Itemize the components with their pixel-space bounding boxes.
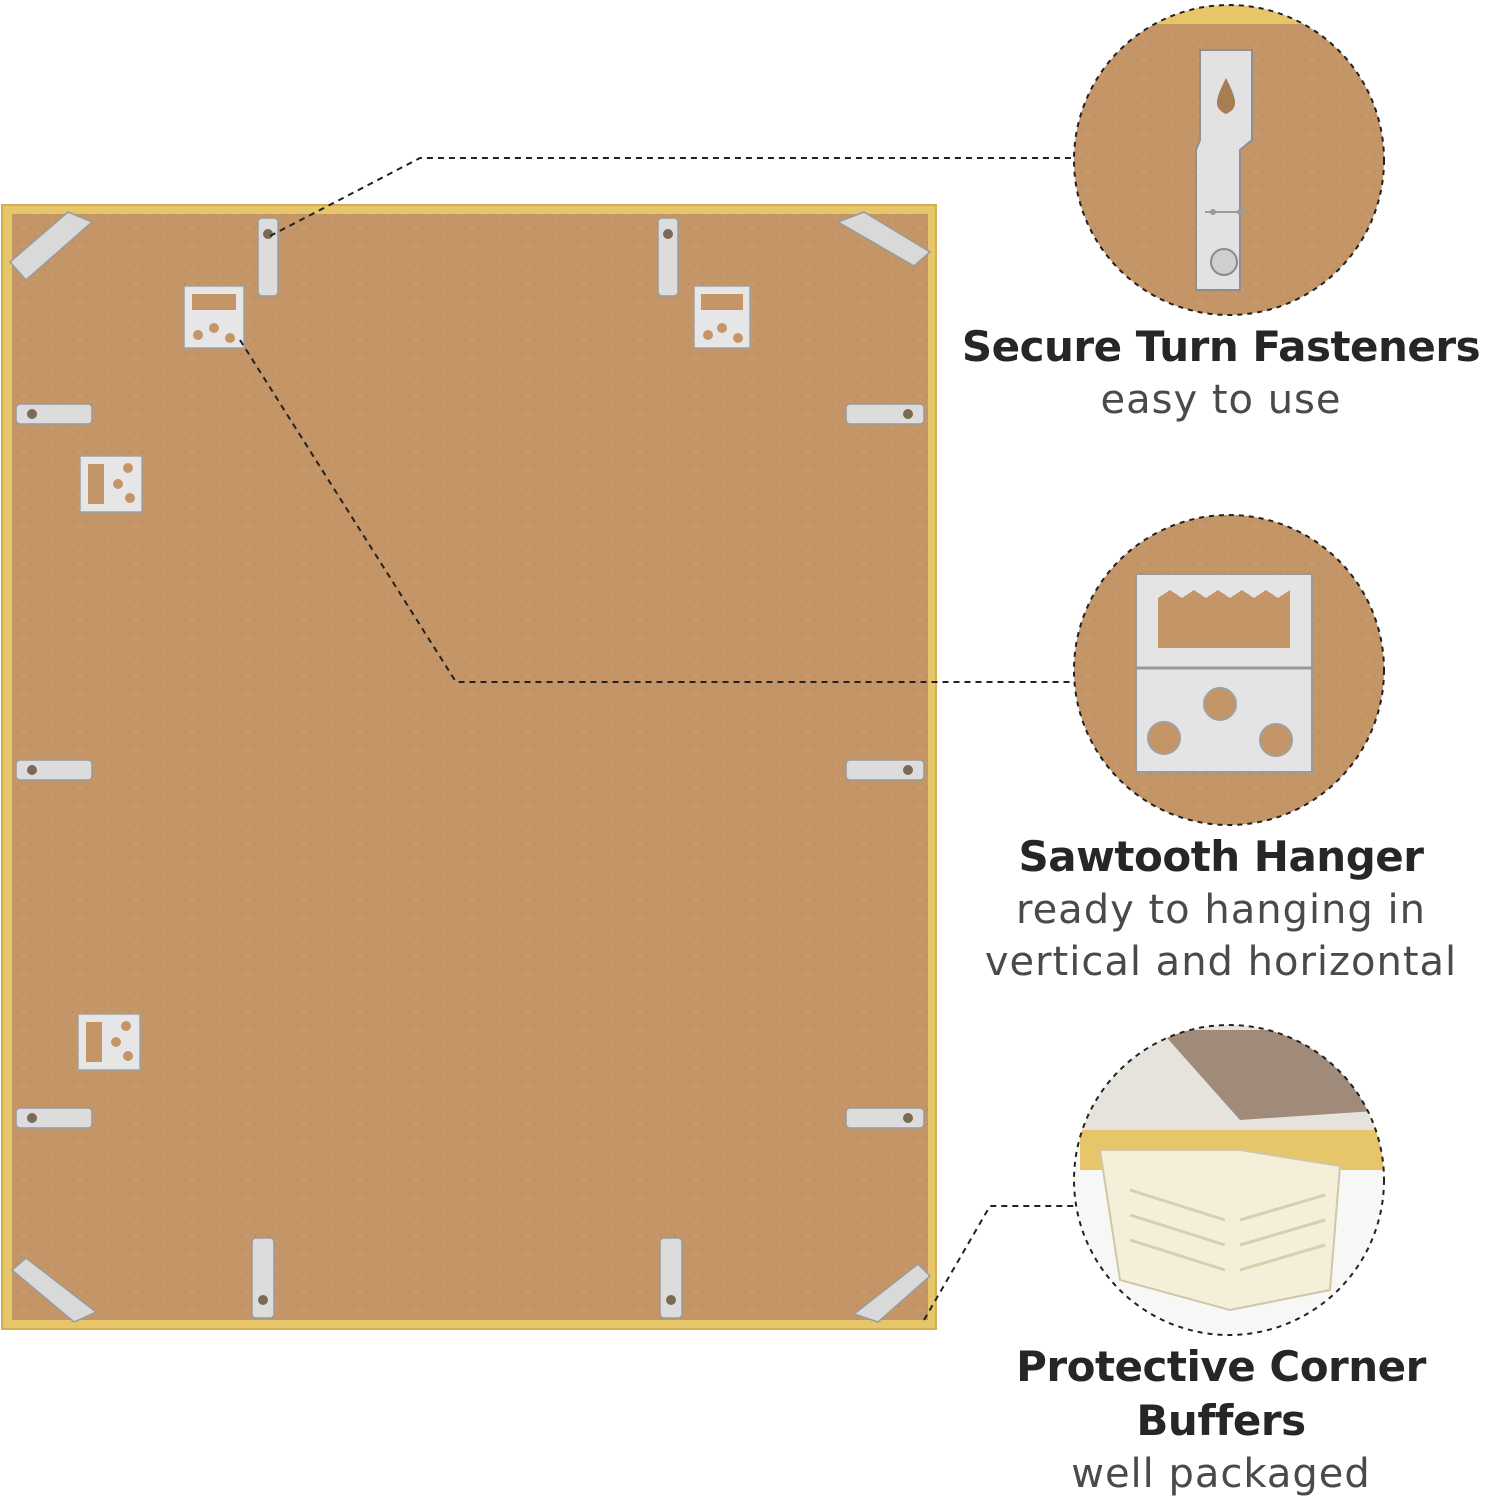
- feature-secure-turn-fasteners: Secure Turn Fasteners easy to use: [941, 320, 1500, 426]
- callout-line-hanger: [239, 339, 1075, 683]
- fastener-bottom-1: [251, 1237, 275, 1319]
- fastener-right-3: [845, 1107, 925, 1129]
- callout-line-buffers: [923, 1205, 1075, 1321]
- feature-title: Secure Turn Fasteners: [961, 322, 1481, 371]
- hanger-left-upper: [79, 455, 143, 513]
- fastener-top-2: [657, 217, 679, 297]
- feature-subtitle-line-2: vertical and horizontal: [984, 939, 1458, 985]
- hanger-top-left: [183, 285, 245, 349]
- sawtooth-hangers: [77, 285, 751, 1071]
- fastener-left-2: [15, 759, 93, 781]
- feature-title: Sawtooth Hanger: [1018, 832, 1424, 881]
- zoom-circle-fastener: [1073, 4, 1385, 316]
- product-illustration: [1, 4, 1385, 1336]
- hanger-top-right: [693, 285, 751, 349]
- zoom-circle-sawtooth: [1073, 514, 1385, 826]
- hanger-left-lower: [77, 1013, 141, 1071]
- corner-bracket-top-left: [8, 211, 94, 282]
- corner-bracket-top-right: [836, 211, 932, 267]
- turn-fasteners: [15, 217, 925, 1319]
- fastener-left-1: [15, 403, 93, 425]
- feature-sawtooth-hanger: Sawtooth Hanger ready to hanging in vert…: [941, 830, 1500, 988]
- feature-subtitle: easy to use: [1100, 377, 1342, 423]
- corner-brackets: [8, 211, 932, 1323]
- feature-subtitle: well packaged: [1071, 1451, 1371, 1497]
- feature-subtitle-line-1: ready to hanging in: [1016, 887, 1426, 933]
- corner-bracket-bottom-left: [10, 1257, 98, 1323]
- backboard: [12, 214, 928, 1320]
- zoom-circle-corner-buffer: [1073, 1024, 1385, 1336]
- picture-frame: [1, 204, 937, 1330]
- feature-protective-corner-buffers: Protective Corner Buffers well packaged: [931, 1340, 1500, 1500]
- corner-bracket-bottom-right: [852, 1263, 932, 1323]
- callout-line-fasteners: [269, 157, 1075, 237]
- fastener-top-1: [257, 217, 279, 297]
- fastener-bottom-2: [659, 1237, 683, 1319]
- fastener-right-1: [845, 403, 925, 425]
- callout-lines: [239, 157, 1075, 1321]
- fastener-right-2: [845, 759, 925, 781]
- feature-title: Protective Corner Buffers: [1016, 1342, 1426, 1445]
- fastener-left-3: [15, 1107, 93, 1129]
